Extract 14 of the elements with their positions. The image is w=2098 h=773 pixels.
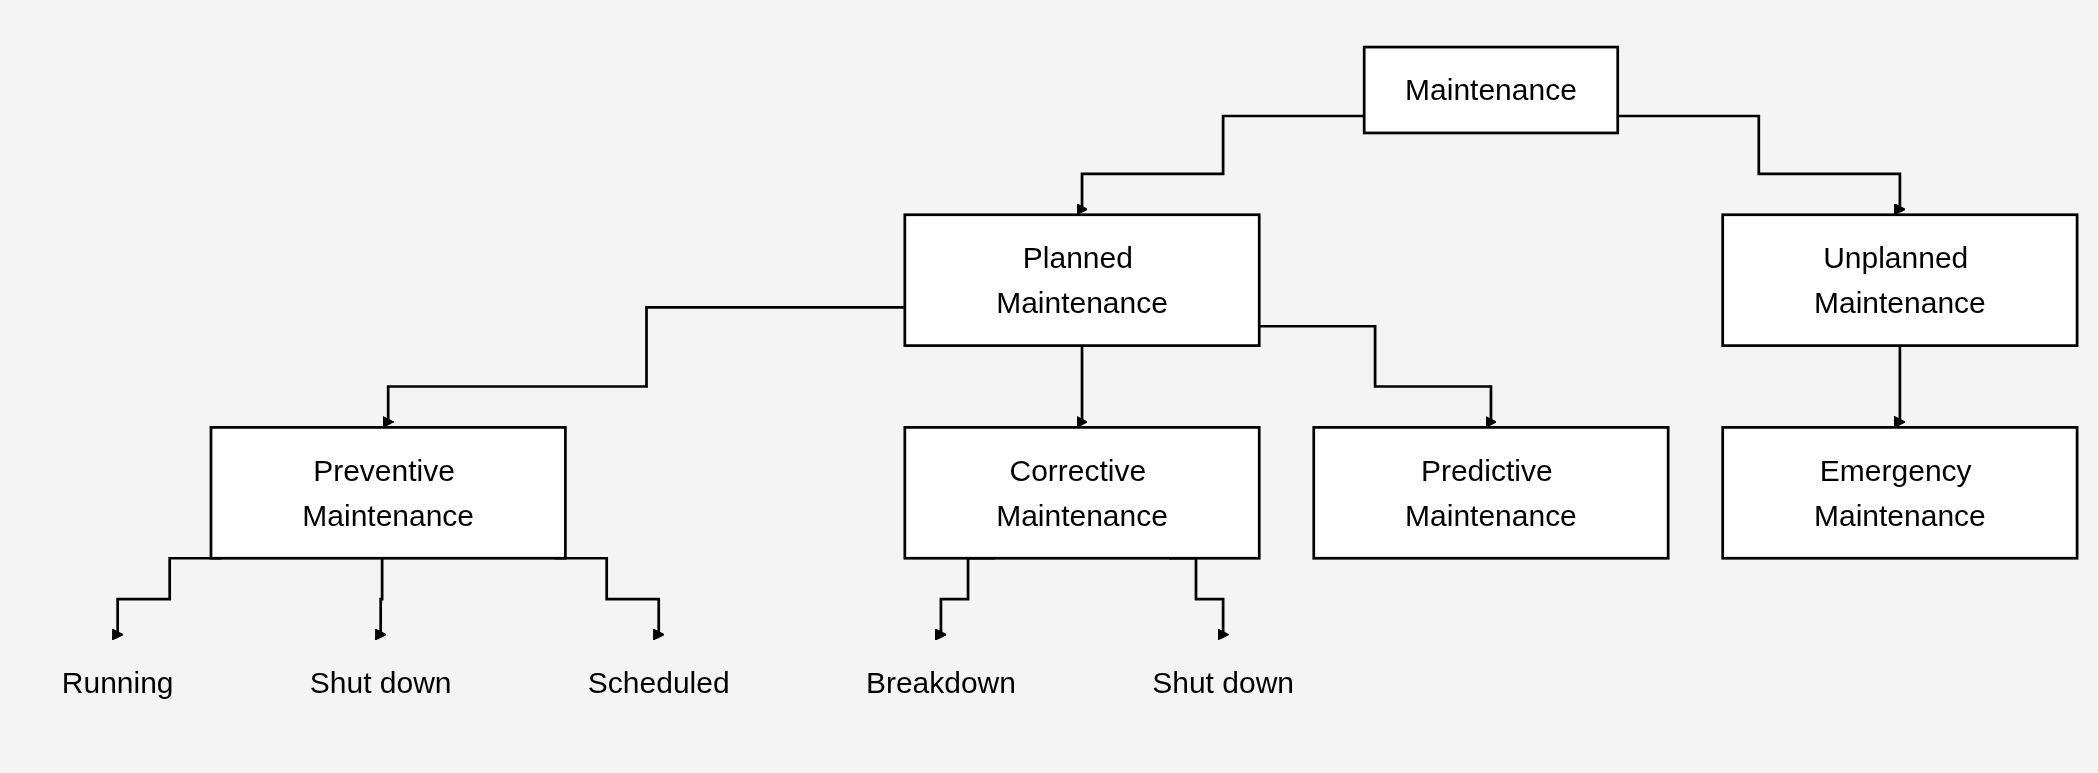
node-box: Predictive Maintenance	[1312, 426, 1670, 560]
node-box: Corrective Maintenance	[903, 426, 1261, 560]
node-text: Breakdown	[865, 665, 1016, 701]
node-text: Shut down	[1152, 665, 1294, 701]
node-text: Running	[61, 665, 174, 701]
node-text: Scheduled	[587, 665, 730, 701]
node-box: Preventive Maintenance	[209, 426, 567, 560]
node-box: Maintenance	[1362, 45, 1620, 135]
arrow	[382, 305, 905, 428]
node-box: Emergency Maintenance	[1721, 426, 2079, 560]
node-box: Unplanned Maintenance	[1721, 213, 2079, 347]
node-text: Shut down	[309, 665, 452, 701]
arrow	[1259, 324, 1497, 428]
node-box: Planned Maintenance	[903, 213, 1261, 347]
